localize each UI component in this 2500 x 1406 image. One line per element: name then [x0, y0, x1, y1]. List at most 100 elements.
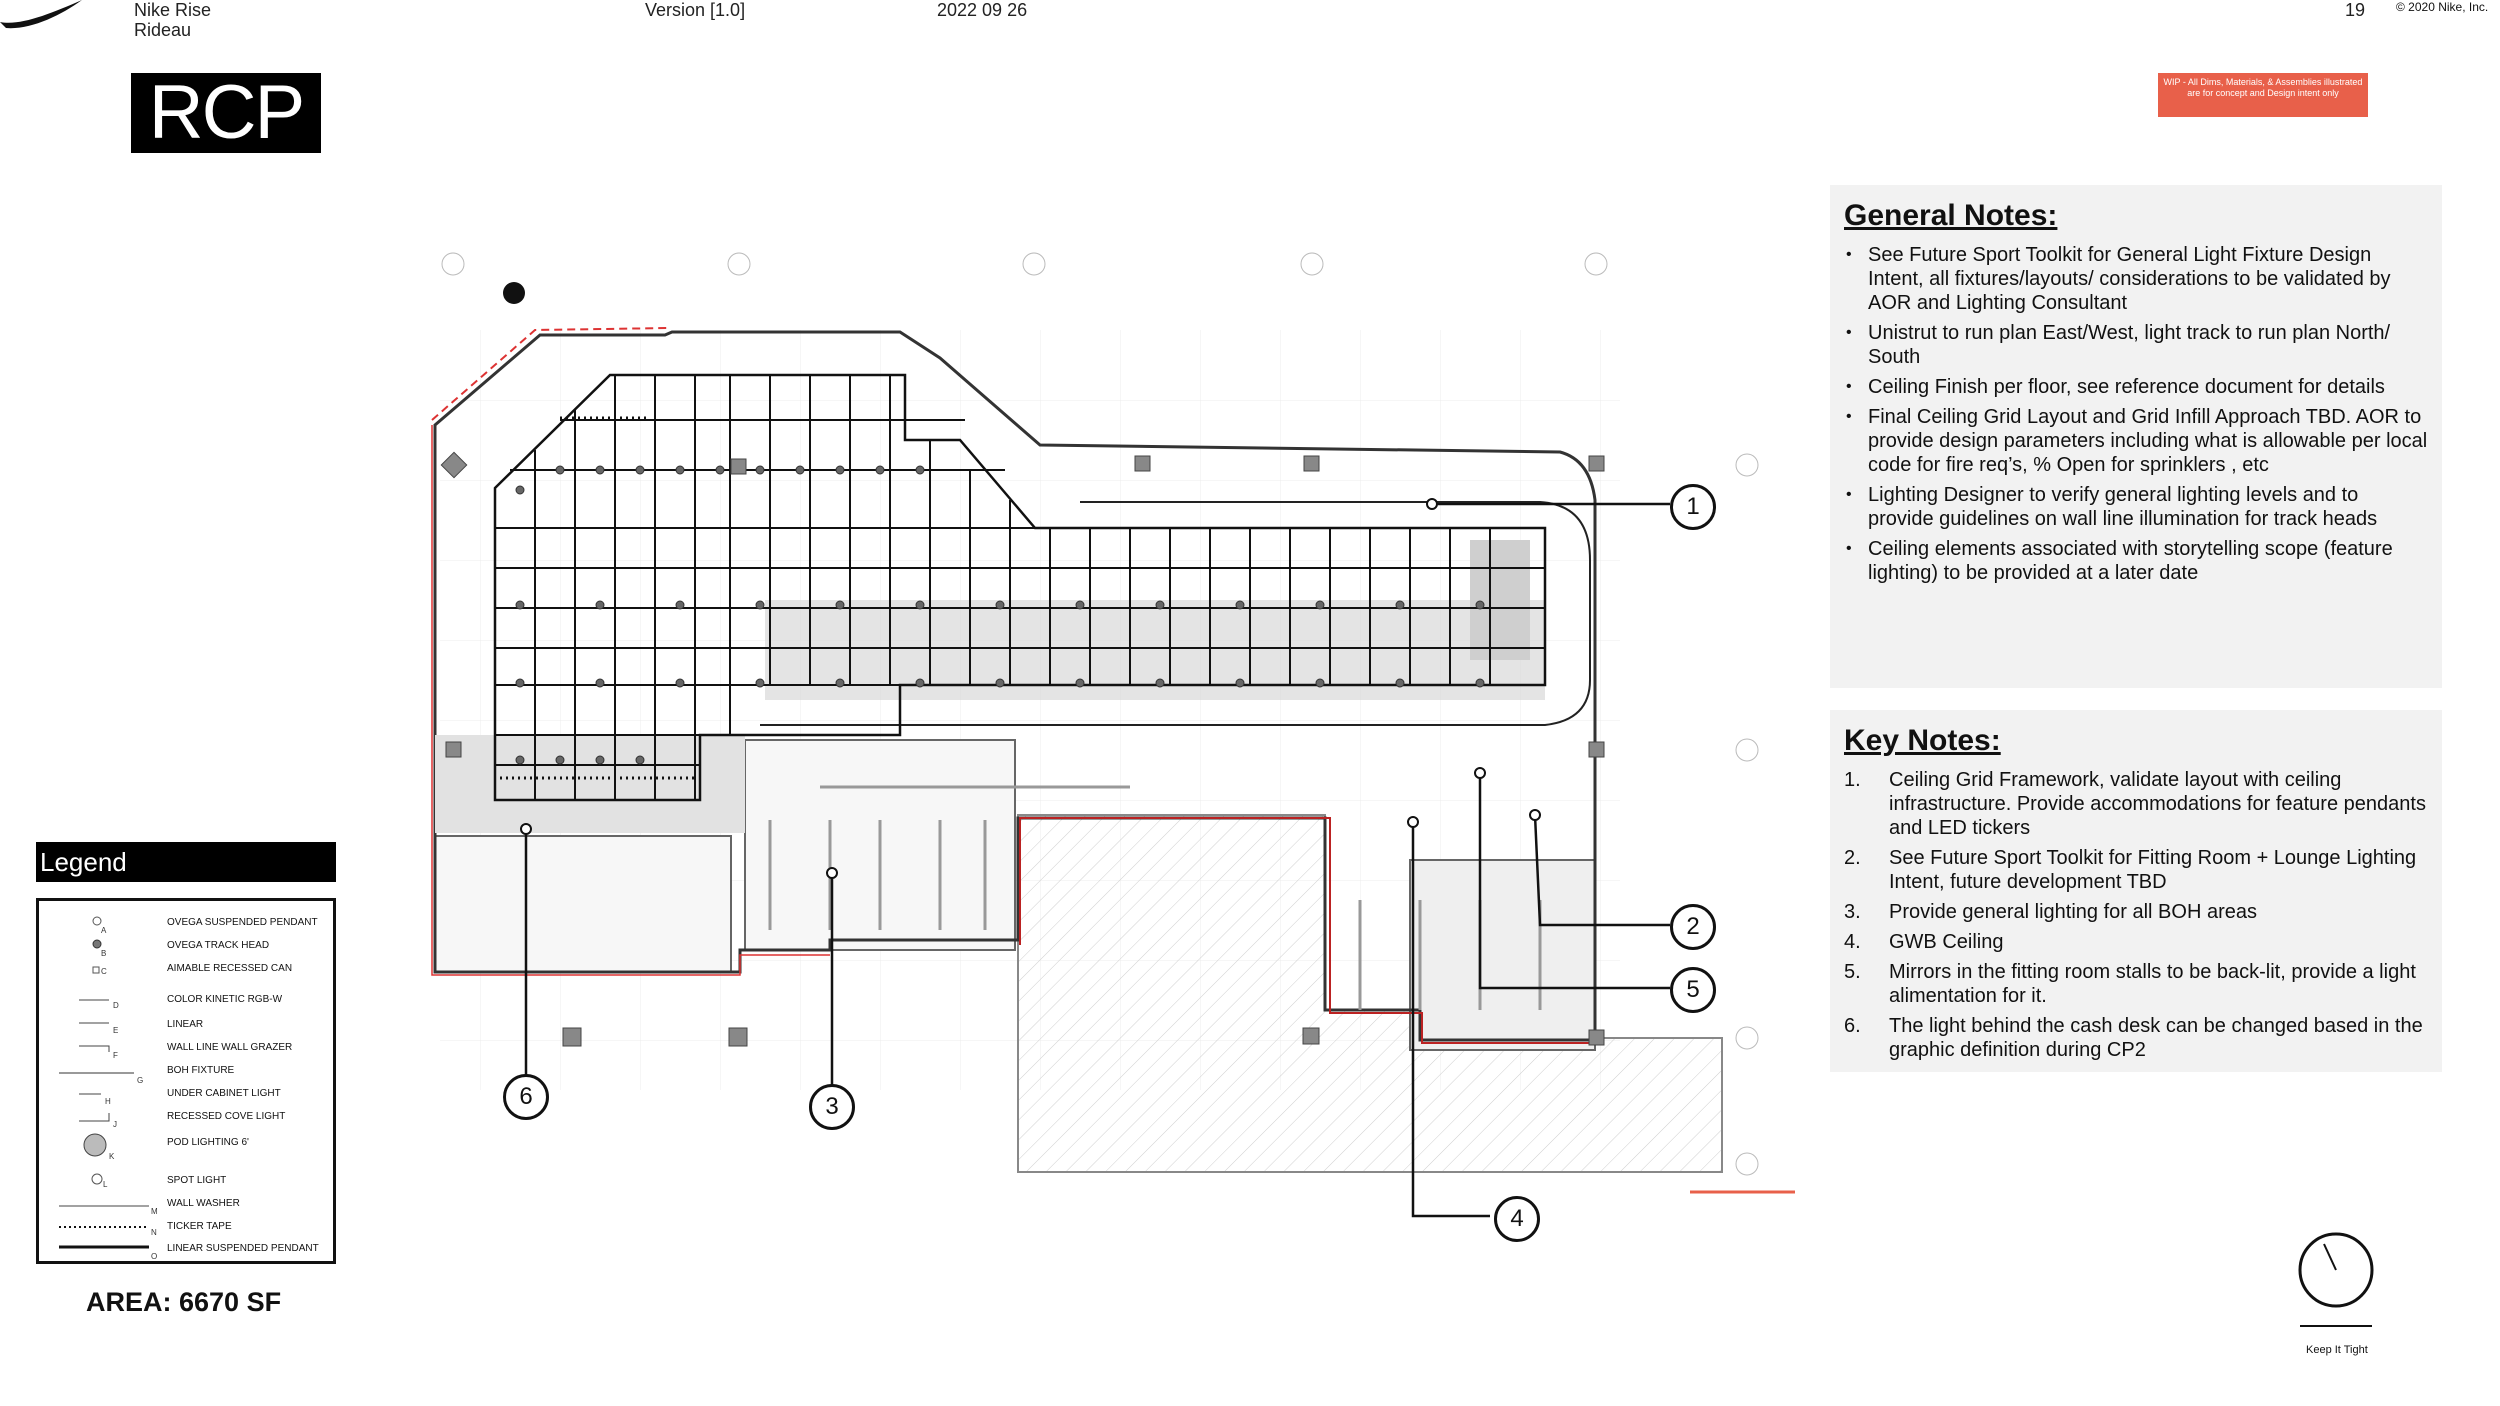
north-arrow-icon [2298, 1232, 2374, 1327]
legend-row: F WALL LINE WALL GRAZER [39, 1038, 333, 1060]
svg-text:F: F [113, 1051, 118, 1060]
general-notes-list: See Future Sport Toolkit for General Lig… [1844, 243, 2428, 585]
legend-label: OVEGA SUSPENDED PENDANT [167, 917, 318, 928]
svg-text:K: K [109, 1152, 115, 1161]
legend-label: RECESSED COVE LIGHT [167, 1111, 286, 1122]
svg-text:M: M [151, 1207, 158, 1216]
linear-icon: E [79, 1022, 118, 1035]
legend-label: LINEAR SUSPENDED PENDANT [167, 1243, 319, 1254]
svg-text:A: A [101, 926, 107, 935]
wall-grazer-icon: F [79, 1045, 118, 1060]
legend: A OVEGA SUSPENDED PENDANT B OVEGA TRACK … [36, 898, 336, 1264]
callout-4: 4 [1494, 1196, 1540, 1242]
key-notes-panel: Key Notes: 1. Ceiling Grid Framework, val… [1830, 710, 2442, 1072]
general-note-item: Lighting Designer to verify general ligh… [1846, 483, 2428, 531]
boh-fixture-icon: G [59, 1072, 143, 1083]
key-note-item: 5. Mirrors in the fitting room stalls to … [1844, 960, 2428, 1008]
legend-row: L SPOT LIGHT [39, 1171, 333, 1193]
pendant-symbol-icon: A [92, 916, 107, 935]
cove-light-icon: J [79, 1113, 117, 1129]
spot-light-icon: L [91, 1173, 108, 1189]
svg-text:H: H [105, 1097, 111, 1106]
legend-label: UNDER CABINET LIGHT [167, 1088, 281, 1099]
general-note-item: Ceiling Finish per floor, see reference … [1846, 375, 2428, 399]
general-note-item: Final Ceiling Grid Layout and Grid Infil… [1846, 405, 2428, 477]
svg-text:L: L [103, 1180, 108, 1189]
rgb-linear-icon: D [79, 999, 119, 1010]
svg-text:N: N [151, 1228, 157, 1237]
key-note-text: Ceiling Grid Framework, validate layout … [1889, 769, 2426, 839]
legend-label: WALL WASHER [167, 1198, 240, 1209]
key-note-text: GWB Ceiling [1889, 931, 2004, 953]
general-notes-heading: General Notes: [1844, 199, 2058, 232]
svg-text:O: O [151, 1252, 157, 1261]
key-note-text: The light behind the cash desk can be ch… [1889, 1015, 2423, 1061]
callout-3-label: 3 [825, 1093, 839, 1120]
callout-3: 3 [809, 1084, 855, 1130]
callout-5: 5 [1670, 967, 1716, 1013]
project-name-line1: Nike Rise [134, 0, 212, 20]
legend-label: AIMABLE RECESSED CAN [167, 963, 293, 974]
date-label: 2022 09 26 [937, 0, 1028, 20]
recessed-can-icon: C [92, 966, 107, 976]
legend-row: E LINEAR [39, 1015, 333, 1037]
key-note-item: 4. GWB Ceiling [1844, 930, 2428, 954]
project-name-line2: Rideau [134, 20, 192, 40]
track-head-icon: B [92, 939, 106, 958]
wall-washer-icon: M [59, 1205, 158, 1216]
legend-label: LINEAR [167, 1019, 204, 1030]
fixture-symbols [515, 465, 1485, 765]
ticker-tape-icon: N [59, 1226, 157, 1237]
legend-row: H UNDER CABINET LIGHT [39, 1084, 333, 1106]
floor-plan-drawing [431, 252, 1795, 1218]
legend-row: M WALL WASHER [39, 1194, 333, 1216]
legend-label: WALL LINE WALL GRAZER [167, 1042, 293, 1053]
copyright: © 2020 Nike, Inc. [2396, 0, 2489, 14]
callout-2-label: 2 [1686, 913, 1700, 940]
version-label: Version [1.0] [645, 0, 746, 20]
svg-text:G: G [137, 1076, 143, 1083]
general-note-item: Ceiling elements associated with storyte… [1846, 537, 2428, 585]
legend-label: OVEGA TRACK HEAD [167, 940, 270, 951]
area-label: AREA: 6670 SF [86, 1287, 282, 1317]
legend-row: J RECESSED COVE LIGHT [39, 1107, 333, 1129]
suspended-linear-icon: O [59, 1245, 157, 1261]
key-note-text: Provide general lighting for all BOH are… [1889, 901, 2257, 923]
key-note-text: See Future Sport Toolkit for Fitting Roo… [1889, 847, 2417, 893]
svg-text:C: C [101, 967, 107, 976]
callout-2: 2 [1670, 904, 1716, 950]
legend-label: COLOR KINETIC RGB-W [167, 994, 283, 1005]
general-notes-panel: General Notes: See Future Sport Toolkit … [1830, 185, 2442, 688]
key-note-text: Mirrors in the fitting room stalls to be… [1889, 961, 2416, 1007]
grid-axis-bubbles [441, 252, 1759, 1176]
key-note-number: 4. [1844, 931, 1861, 953]
project-name: Nike Rise Rideau [134, 0, 211, 40]
legend-label: TICKER TAPE [167, 1221, 232, 1232]
pod-light-icon: K [83, 1133, 115, 1161]
wip-notice: WIP - All Dims, Materials, & Assemblies … [2158, 73, 2368, 117]
north-arrow-caption: Keep It Tight [2306, 1344, 2368, 1356]
legend-row: K POD LIGHTING 6' [39, 1133, 333, 1161]
legend-label: BOH FIXTURE [167, 1065, 235, 1076]
callout-6-label: 6 [519, 1083, 533, 1110]
key-note-item: 3. Provide general lighting for all BOH a… [1844, 900, 2428, 924]
key-note-number: 1. [1844, 769, 1861, 791]
callout-1: 1 [1670, 484, 1716, 530]
key-note-number: 2. [1844, 847, 1861, 869]
callout-4-label: 4 [1510, 1205, 1524, 1232]
key-notes-list: 1. Ceiling Grid Framework, validate layou… [1844, 768, 2428, 1062]
legend-row: A OVEGA SUSPENDED PENDANT [39, 913, 333, 935]
key-notes-heading: Key Notes: [1844, 724, 2001, 757]
key-note-number: 3. [1844, 901, 1861, 923]
callout-6: 6 [503, 1074, 549, 1120]
svg-text:J: J [113, 1120, 117, 1129]
callout-1-label: 1 [1686, 493, 1700, 520]
page-title: RCP [131, 73, 321, 153]
legend-row: C AIMABLE RECESSED CAN [39, 959, 333, 981]
svg-text:B: B [101, 949, 106, 958]
ceiling-grid-framework [493, 373, 1547, 802]
key-note-item: 1. Ceiling Grid Framework, validate layou… [1844, 768, 2428, 840]
key-note-number: 5. [1844, 961, 1861, 983]
key-note-item: 2. See Future Sport Toolkit for Fitting R… [1844, 846, 2428, 894]
legend-row: G BOH FIXTURE [39, 1061, 333, 1083]
